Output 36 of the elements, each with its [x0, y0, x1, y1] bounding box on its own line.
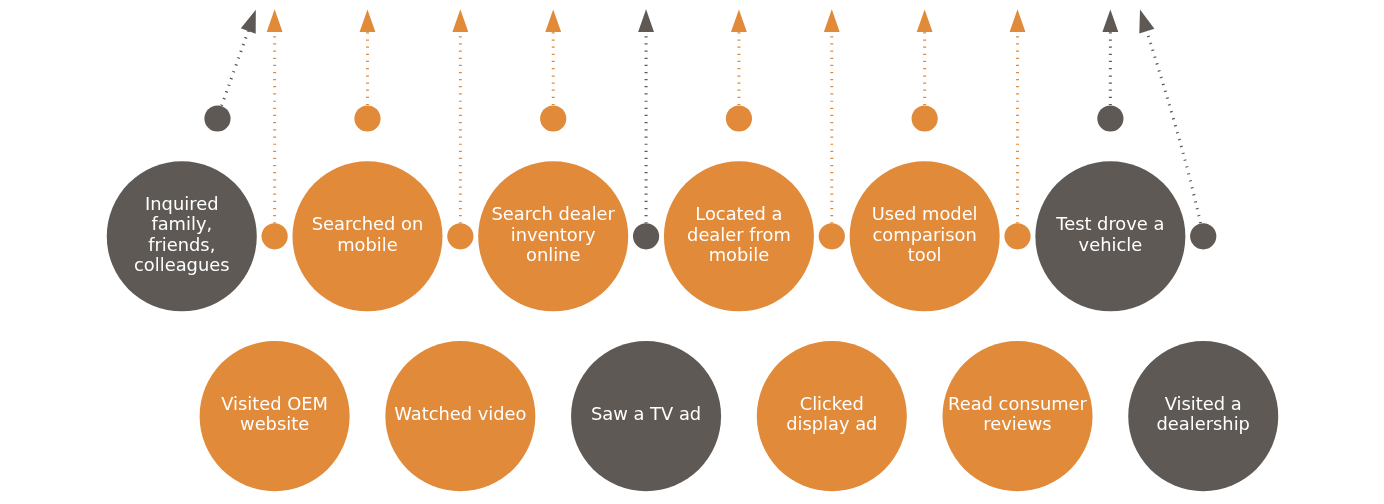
node-circle: Visited a dealership	[1127, 341, 1278, 492]
node-circle	[203, 105, 231, 132]
arrow	[1101, 9, 1118, 105]
node-circle: Used model comparison tool	[849, 161, 1000, 312]
node-circle: Located a dealer from mobile	[663, 161, 814, 312]
node-circle: Read consumer reviews	[942, 341, 1092, 492]
arrow	[823, 9, 840, 224]
node-circle: Searched on mobile	[292, 161, 442, 312]
arrow	[916, 9, 933, 105]
node-circle	[261, 223, 288, 250]
node-circle	[1189, 223, 1216, 250]
node-circle: Visited OEM website	[199, 341, 350, 492]
node-circle	[1096, 105, 1123, 132]
arrow	[730, 9, 747, 105]
node-circle	[911, 105, 938, 132]
node-circle: Test drove a vehicle	[1034, 161, 1185, 312]
node-circle: Search dealer inventory online	[477, 161, 628, 312]
arrow	[219, 9, 256, 107]
arrow	[544, 9, 561, 105]
arrow	[637, 9, 654, 224]
node-circle	[818, 223, 845, 250]
arrow	[1009, 9, 1025, 224]
node-circle: Clicked display ad	[756, 341, 907, 492]
node-circle	[1003, 223, 1031, 250]
node-circle	[446, 223, 473, 250]
node-circle: Inquired family, friends, colleagues	[106, 161, 257, 312]
node-circle	[725, 105, 752, 132]
node-circle	[539, 105, 566, 132]
node-circle	[632, 223, 659, 250]
node-circle: Saw a TV ad	[570, 341, 721, 492]
node-circle: Watched video	[384, 341, 535, 492]
arrow	[451, 9, 468, 224]
node-circle	[353, 105, 381, 132]
arrow	[359, 9, 375, 105]
arrow	[1138, 9, 1202, 224]
arrow	[266, 9, 283, 224]
